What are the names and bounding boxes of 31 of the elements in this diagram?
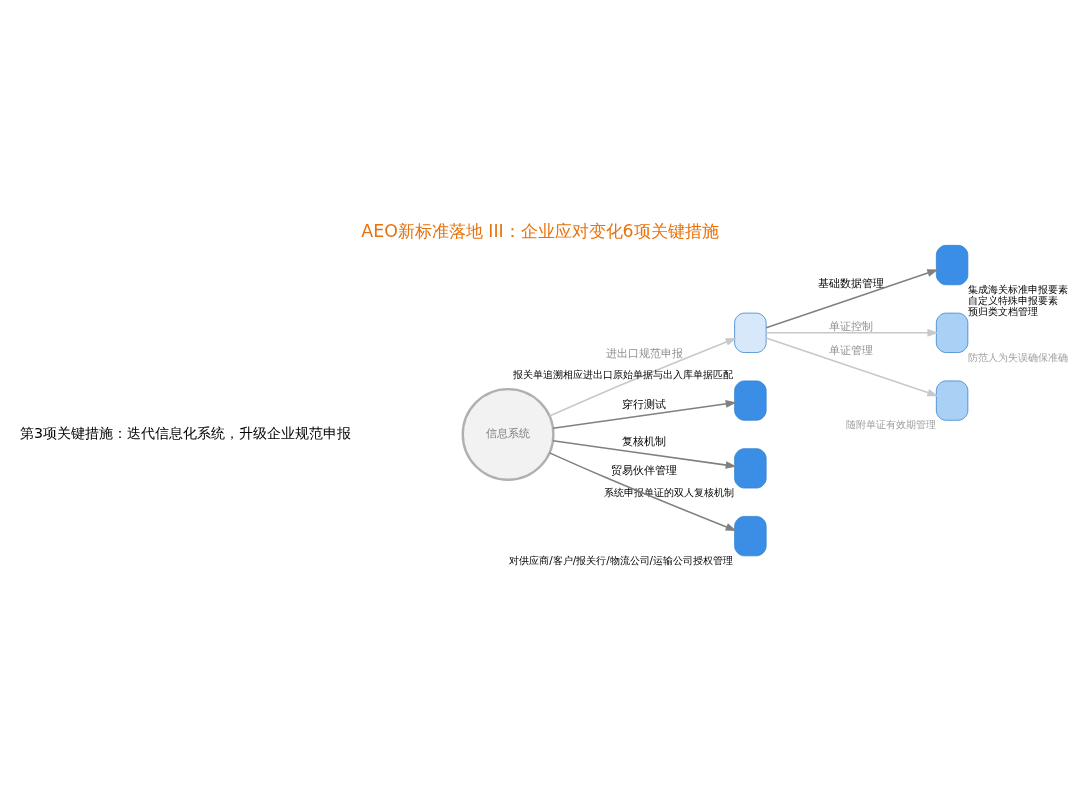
node-label: 自定义特殊申报要素 <box>967 293 1058 306</box>
arrow <box>548 337 737 417</box>
arrow <box>552 399 737 429</box>
edge-label: 进出口规范申报 <box>605 346 683 360</box>
node-label: 集成海关标准申报要素 <box>967 282 1068 295</box>
arrow <box>548 451 737 531</box>
edge-label: 贸易伙伴管理 <box>611 463 678 477</box>
edge-label: 复核机制 <box>622 434 667 448</box>
node-box <box>734 447 767 488</box>
edge-label: 穿行测试 <box>622 397 667 411</box>
node-label: 预归类文档管理 <box>967 304 1038 317</box>
arrow <box>765 336 939 396</box>
node-label: 防范人为失误确保准确 <box>967 350 1068 363</box>
diagram-title: AEO新标准落地 III：企业应对变化6项关键措施 <box>361 220 719 241</box>
node-box <box>935 312 969 353</box>
node-box <box>734 515 767 556</box>
node-label: 报关单追溯相应进出口原始单据与出入库单据匹配 <box>513 367 734 380</box>
arrow <box>765 268 939 329</box>
arrow <box>765 328 939 337</box>
label: 第3项关键措施：迭代信息化系统，升级企业规范申报 <box>19 424 351 441</box>
node-box <box>734 380 767 421</box>
node-box <box>734 312 767 353</box>
edge-label: 单证控制 <box>829 319 874 333</box>
arrow <box>552 439 737 469</box>
edge-label: 单证管理 <box>829 343 874 357</box>
edge-label: 基础数据管理 <box>818 276 885 289</box>
node-label: 对供应商/客户/报关行/物流公司/运输公司授权管理 <box>509 553 734 566</box>
node-box <box>935 380 969 421</box>
node-label: 随附单证有效期管理 <box>845 417 936 430</box>
node-circle: 信息系统 <box>461 387 555 481</box>
node-box <box>935 244 969 285</box>
